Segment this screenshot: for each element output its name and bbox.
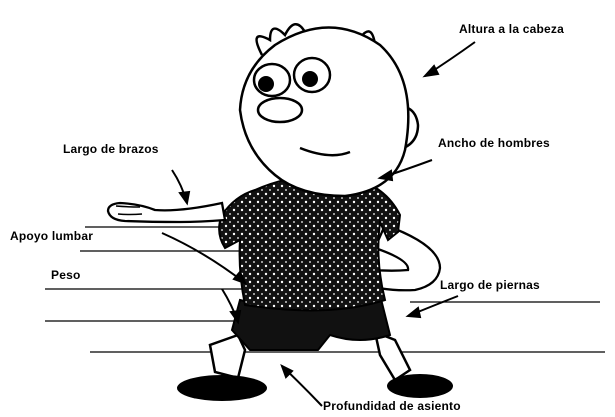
label-seat-depth: Profundidad de asiento <box>323 399 461 413</box>
pointer-arrows <box>161 41 476 407</box>
hair-tufts <box>255 23 307 56</box>
left-arm <box>106 201 227 224</box>
label-weight: Peso <box>51 268 81 282</box>
label-leg-length: Largo de piernas <box>440 278 540 292</box>
mouth <box>299 146 351 157</box>
shoes <box>177 374 453 401</box>
label-lumbar-support: Apoyo lumbar <box>10 229 94 243</box>
label-arm-length: Largo de brazos <box>63 142 159 156</box>
nose <box>256 96 304 124</box>
legs <box>208 329 412 382</box>
shirt <box>218 174 402 312</box>
right-shoe <box>387 374 453 398</box>
left-shoe <box>177 375 267 401</box>
left-hand-fingers <box>115 205 143 216</box>
left-leg <box>208 333 247 380</box>
pupils <box>258 71 318 92</box>
label-head-height: Altura a la cabeza <box>459 22 564 36</box>
right-leg <box>373 329 412 382</box>
label-shoulder-width: Ancho de hombres <box>438 136 550 150</box>
